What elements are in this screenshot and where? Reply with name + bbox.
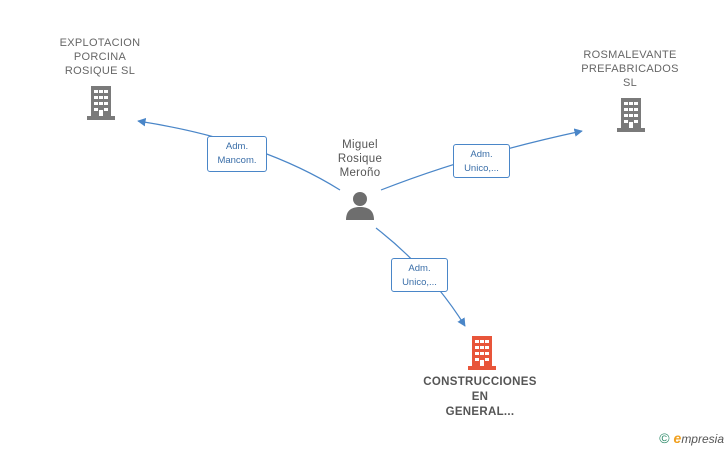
person-icon[interactable]	[345, 190, 375, 220]
edge-label-adm-unico[interactable]: Adm. Unico,...	[391, 258, 448, 292]
company-label-explotacion[interactable]: EXPLOTACION PORCINA ROSIQUE SL	[59, 37, 141, 77]
edge-label-adm-mancom[interactable]: Adm. Mancom.	[207, 136, 267, 172]
brand-name: mpresia	[681, 432, 724, 446]
edge-label-adm-unico[interactable]: Adm. Unico,...	[453, 144, 510, 178]
brand-logo: ©empresia	[659, 430, 724, 446]
building-icon[interactable]	[615, 98, 647, 132]
company-label-construcciones[interactable]: CONSTRUCCIONES EN GENERAL...	[423, 376, 537, 418]
building-icon[interactable]	[85, 86, 117, 120]
building-icon[interactable]	[466, 336, 498, 370]
company-label-rosmalevante[interactable]: ROSMALEVANTE PREFABRICADOS SL	[581, 49, 679, 89]
copyright-icon: ©	[659, 430, 670, 446]
brand-initial: e	[673, 430, 682, 446]
person-label-miguel[interactable]: Miguel Rosique Meroño	[337, 139, 383, 179]
